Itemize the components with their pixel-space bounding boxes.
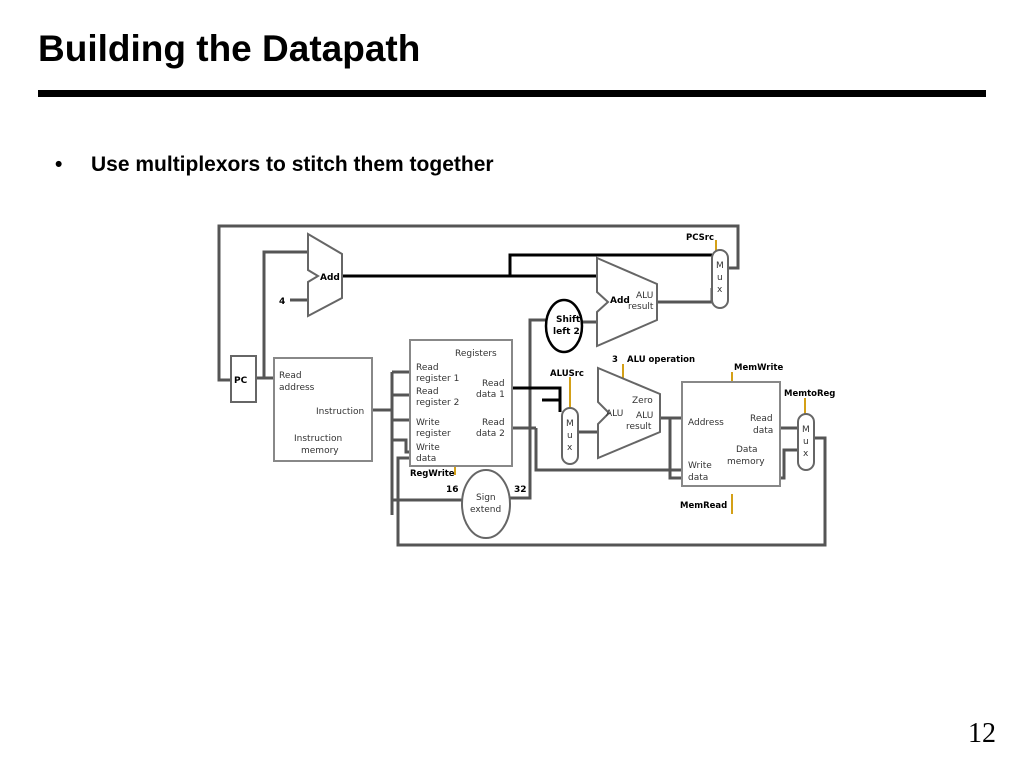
im-instruction-label: Instruction: [316, 407, 364, 417]
mux-letter-x: x: [803, 449, 809, 459]
shift-label: Shift: [556, 315, 581, 325]
wr-label-2: register: [416, 429, 451, 439]
mux-letter-m: M: [566, 419, 574, 429]
branch-alu-add-label: Add: [610, 296, 630, 306]
alu-label-right: ALU: [636, 411, 653, 421]
im-name-label: Instruction: [294, 434, 342, 444]
rr1-label-1: Read: [416, 363, 439, 373]
pc-adder: Add: [307, 232, 343, 318]
dm-data-label: data: [753, 426, 773, 436]
extend-label: extend: [470, 505, 501, 515]
shift-left-2: Shift left 2: [544, 298, 584, 354]
dm-memory-label: memory: [727, 457, 765, 467]
bit-width-32: 32: [514, 485, 527, 495]
data-memory: Address Read data Data memory Write data: [681, 381, 781, 487]
bit-width-16: 16: [446, 485, 459, 495]
pcsrc-mux: M u x: [711, 249, 729, 309]
slide-title: Building the Datapath: [38, 28, 421, 69]
branch-alu: Add ALU result: [596, 256, 658, 348]
rr2-label-1: Read: [416, 387, 439, 397]
bullet-glyph: •: [55, 153, 63, 176]
pc-label: PC: [234, 376, 248, 386]
registers-title: Registers: [455, 349, 497, 359]
dm-name-label: Data: [736, 445, 758, 455]
mux-letter-u: u: [803, 437, 809, 447]
rd2-label-2: data 2: [476, 429, 505, 439]
memwrite-label: MemWrite: [734, 363, 783, 373]
bullet-item: • Use multiplexors to stitch them togethe…: [55, 153, 494, 177]
im-address-label: address: [279, 383, 315, 393]
mux-letter-x: x: [717, 285, 723, 295]
mux-letter-u: u: [717, 273, 723, 283]
memtoreg-mux: M u x: [797, 413, 815, 471]
mux-letter-m: M: [802, 425, 810, 435]
pc-adder-label: Add: [320, 273, 340, 283]
alu-result-label: result: [626, 422, 652, 432]
im-read-label: Read: [279, 371, 302, 381]
im-memory-label: memory: [301, 446, 339, 456]
register-file: Registers Read register 1 Read register …: [409, 339, 513, 467]
dm-write-data-label: data: [688, 473, 708, 483]
rr2-label-2: register 2: [416, 398, 459, 408]
memtoreg-label: MemtoReg: [784, 389, 835, 399]
sign-extend: Sign extend: [461, 469, 511, 539]
rr1-label-2: register 1: [416, 374, 459, 384]
alu-zero-label: Zero: [632, 396, 653, 406]
memread-label: MemRead: [680, 501, 727, 511]
shift-left-2-label: left 2: [553, 327, 580, 337]
datapath-wires: [217, 224, 827, 547]
alu-label-left: ALU: [606, 409, 623, 419]
rd1-label-1: Read: [482, 379, 505, 389]
wd-label-2: data: [416, 454, 436, 464]
alusrc-label: ALUSrc: [550, 369, 584, 379]
main-alu: Zero ALU ALU result: [597, 366, 661, 460]
rd1-label-2: data 1: [476, 390, 505, 400]
wr-label-1: Write: [416, 418, 440, 428]
bullet-text: Use multiplexors to stitch them together: [91, 153, 494, 176]
constant-four: 4: [279, 297, 285, 307]
page-number: 12: [968, 718, 996, 749]
branch-alu-result-label: result: [628, 302, 654, 312]
mux-letter-x: x: [567, 443, 573, 453]
mux-letter-m: M: [716, 261, 724, 271]
datapath-buses: [342, 253, 712, 412]
alu-operation-width: 3: [612, 355, 618, 365]
wd-label-1: Write: [416, 443, 440, 453]
dm-write-label: Write: [688, 461, 712, 471]
branch-alu-label: ALU: [636, 291, 653, 301]
dm-address-label: Address: [688, 418, 724, 428]
title-rule: [38, 90, 986, 97]
regwrite-label: RegWrite: [410, 469, 455, 479]
sign-label: Sign: [476, 493, 496, 503]
alusrc-mux: M u x: [561, 407, 579, 465]
alu-operation-label: ALU operation: [627, 355, 695, 365]
pcsrc-label: PCSrc: [686, 233, 714, 243]
dm-read-label: Read: [750, 414, 773, 424]
instruction-memory: Read address Instruction Instruction mem…: [273, 357, 373, 462]
program-counter: PC: [230, 355, 257, 403]
rd2-label-1: Read: [482, 418, 505, 428]
mux-letter-u: u: [567, 431, 573, 441]
